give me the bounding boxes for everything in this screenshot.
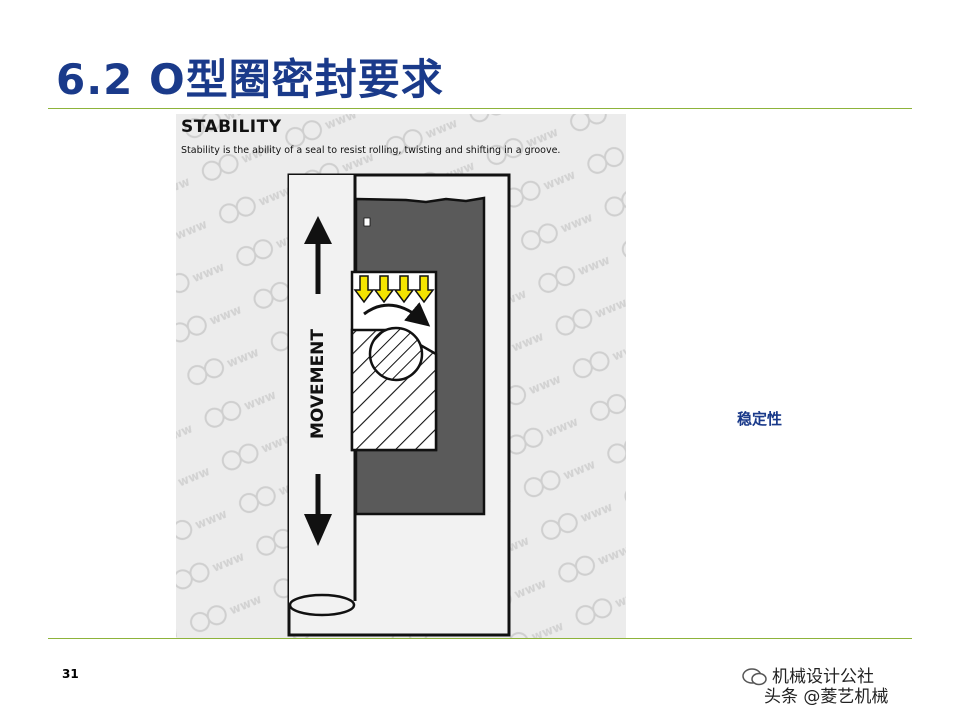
oring-stability-diagram: MOVEMENT <box>287 173 511 637</box>
figure-caption: Stability is the ability of a seal to re… <box>181 145 561 156</box>
hand-cursor-icon <box>363 217 371 227</box>
title-divider <box>48 108 912 109</box>
side-label: 稳定性 <box>737 410 783 428</box>
figure-heading: STABILITY <box>181 117 282 137</box>
page-title: 6.2 O型圈密封要求 <box>56 55 444 104</box>
page-number: 31 <box>62 667 79 681</box>
pressure-arrows <box>353 275 435 304</box>
brand-line1: 机械设计公社 <box>772 667 874 687</box>
stability-figure: www STABILITY Stability is the ability o… <box>176 114 626 638</box>
wechat-logo-icon <box>742 668 767 686</box>
oring-cross-section <box>368 326 424 382</box>
brand-watermark: 机械设计公社 头条 @菱艺机械 <box>742 662 888 707</box>
movement-arrow <box>304 216 332 546</box>
rotation-arrow <box>363 302 431 327</box>
footer-divider <box>48 638 912 639</box>
rod-end <box>288 593 356 617</box>
brand-line2: 头条 @菱艺机械 <box>764 687 889 707</box>
movement-label: MOVEMENT <box>308 329 328 439</box>
